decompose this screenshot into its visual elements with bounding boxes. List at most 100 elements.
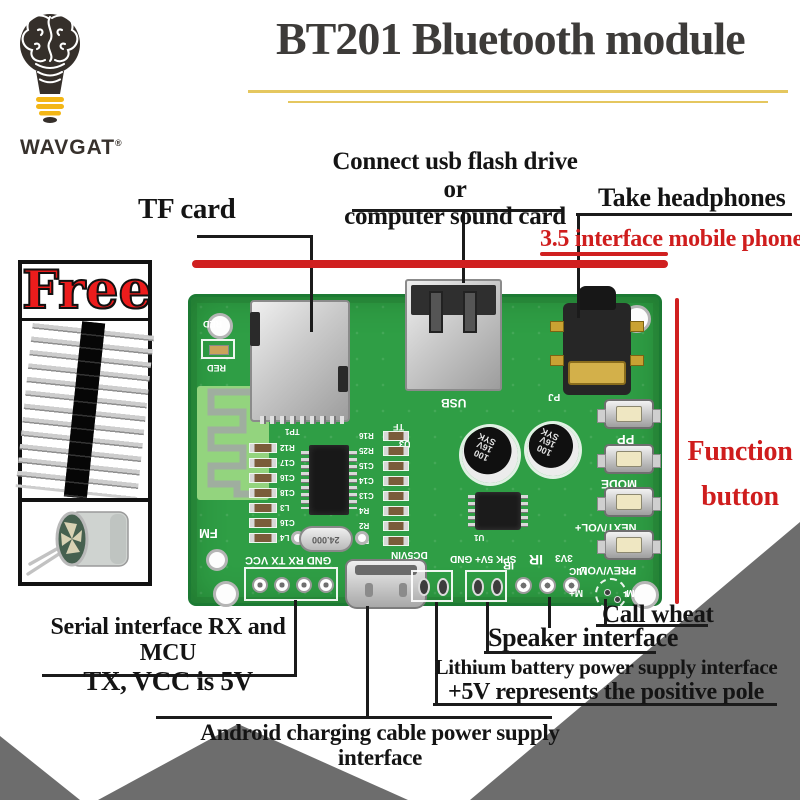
bulb-brain-icon (20, 14, 80, 123)
silk-mic: MIC (569, 565, 588, 576)
smd-component (249, 533, 277, 543)
ic-pins (301, 451, 309, 509)
callout-line (435, 602, 438, 705)
smd-component (249, 473, 277, 483)
callout-line (576, 213, 792, 216)
v33-pad (563, 577, 580, 594)
callout-android-power: Android charging cable power supply inte… (200, 720, 560, 771)
silk-component-label: L3 (280, 503, 290, 512)
silk-usb: USB (441, 396, 467, 410)
silk-component-label: C14 (359, 476, 374, 485)
ic-pins (349, 451, 357, 509)
silk-ir-small: IR (503, 559, 514, 571)
callout-tf-card: TF card (138, 193, 236, 225)
callout-line (462, 209, 465, 283)
mounting-hole (206, 549, 228, 571)
tactile-button-next (597, 487, 661, 517)
divider (22, 318, 148, 321)
jack-red-underline (540, 252, 668, 256)
pcb-board: RED RED FM TP1 TF U3 USB (188, 279, 662, 610)
microphone-box (18, 498, 152, 586)
crystal-marking: 24.000 (312, 534, 340, 545)
silk-fm: FM (199, 526, 218, 541)
speaker-pads (465, 570, 507, 602)
tf-card-slot (250, 300, 350, 424)
silk-component-label: R12 (280, 443, 295, 452)
callout-line (484, 651, 656, 654)
battery-pads (411, 570, 453, 602)
smd-component (383, 521, 409, 531)
callout-line (197, 235, 312, 238)
crystal-pad (355, 531, 369, 545)
callout-call-wheat: Call wheat (602, 601, 714, 628)
smd-component (249, 443, 277, 453)
registered-mark: ® (115, 138, 123, 148)
smd-component (383, 461, 409, 471)
ir-pad (515, 577, 532, 594)
silk-component-label: C15 (359, 461, 374, 470)
silk-component-label: C17 (280, 458, 295, 467)
mounting-hole (631, 581, 659, 609)
silk-component-label: C16 (280, 473, 295, 482)
title-underline-1 (248, 90, 788, 93)
tactile-button-prev (597, 530, 661, 560)
callout-jack-35: 3.5 interface mobile phone (540, 226, 800, 252)
silk-component-label: R4 (359, 506, 370, 515)
silk-component-label: C16 (280, 518, 295, 527)
mounting-hole (213, 581, 239, 607)
callout-line (486, 602, 489, 651)
free-gift-box: Free (15, 259, 155, 502)
led-red (201, 339, 235, 359)
smd-component (383, 446, 409, 456)
page-title: BT201 Bluetooth module (276, 13, 746, 64)
silk-component-label: L4 (280, 533, 290, 542)
callout-line (352, 209, 564, 212)
smd-component (383, 536, 409, 546)
silk-component-label: C18 (280, 488, 295, 497)
smd-component (383, 476, 409, 486)
chip-u1 (475, 492, 521, 530)
brand-logo: WAVGAT® (14, 8, 174, 168)
callout-line (310, 235, 313, 332)
free-label: Free (21, 259, 153, 322)
silk-red-top: RED (203, 319, 223, 329)
main-chip-u3 (309, 445, 349, 515)
silk-component-label: C13 (359, 491, 374, 500)
callout-serial: Serial interface RX and MCU TX, VCC is 5… (50, 614, 286, 696)
smd-component (249, 518, 277, 528)
callout-line (433, 703, 777, 706)
callout-headphones: Take headphones (598, 183, 786, 212)
silk-m-minus: M- (623, 587, 635, 598)
silk-serial-header: GND RX TX VCC (245, 554, 332, 566)
callout-line (596, 624, 708, 627)
silk-3v3: 3V3 (555, 552, 573, 563)
main-red-rule (192, 260, 668, 268)
pin-header-image (15, 320, 155, 500)
callout-line (366, 606, 369, 719)
silk-tf: TF (393, 422, 404, 432)
audio-jack (550, 286, 644, 395)
callout-speaker: Speaker interface (488, 623, 679, 652)
mic-footprint (595, 578, 627, 610)
silk-component-label: R25 (359, 446, 374, 455)
callout-line (604, 599, 607, 626)
smd-component (249, 503, 277, 513)
title-underline-2 (288, 101, 768, 103)
function-red-line (675, 298, 679, 604)
callout-function-button: Function button (687, 436, 793, 512)
ir-pad (539, 577, 556, 594)
smd-component (383, 506, 409, 516)
callout-line (294, 600, 297, 677)
callout-line (548, 597, 551, 628)
silk-u1: U1 (474, 533, 485, 542)
silk-component-label: R16 (359, 431, 374, 440)
smd-component (383, 431, 409, 441)
brand-name: WAVGAT® (20, 136, 123, 159)
ic-pins (468, 495, 475, 527)
callout-line (156, 716, 552, 719)
